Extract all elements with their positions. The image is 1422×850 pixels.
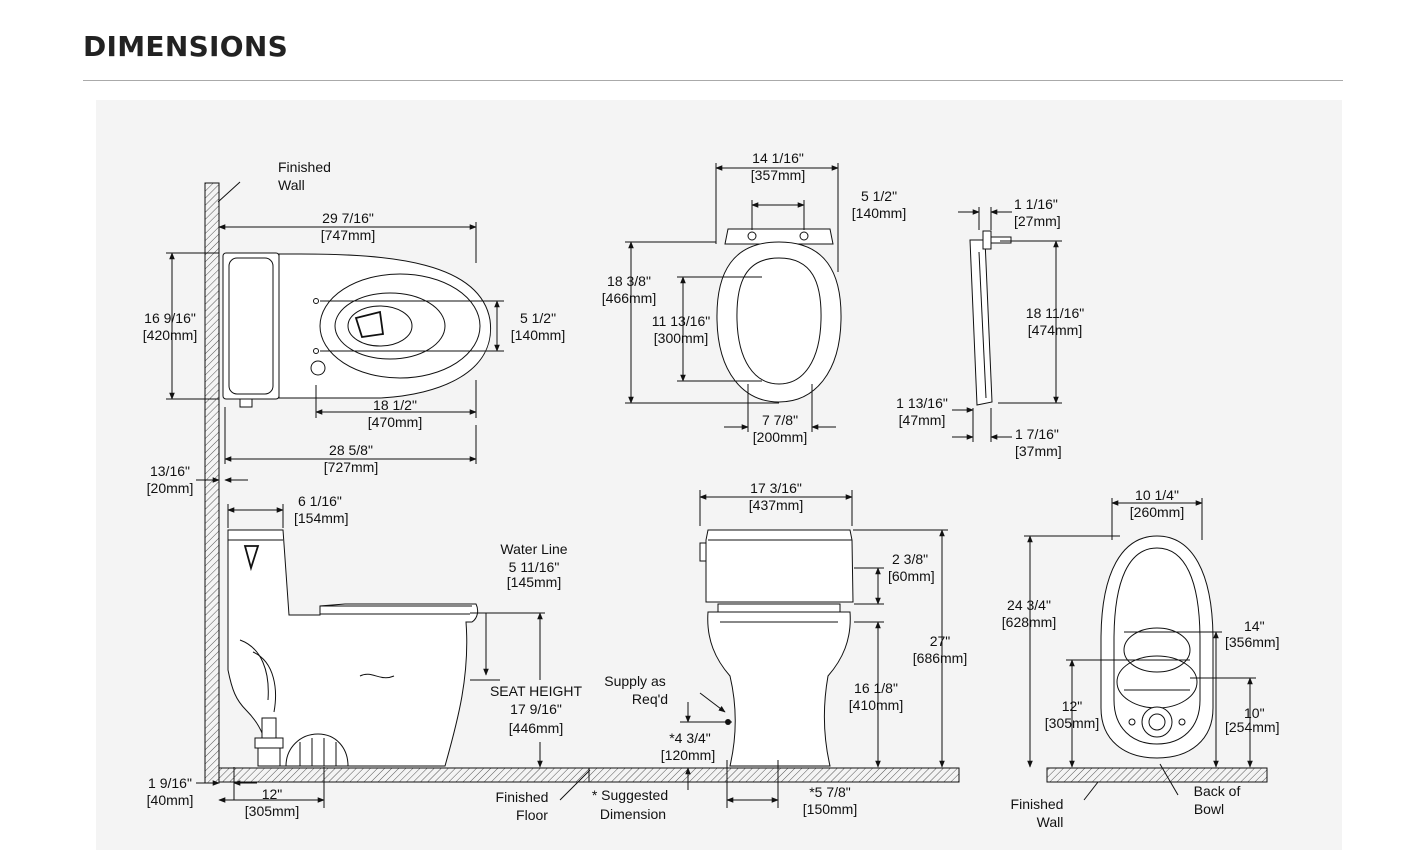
dim-13-16: 13/16"[20mm] [147, 463, 194, 496]
dim-16-1-8: 16 1/8"[410mm] [849, 680, 903, 713]
dim-17-3-16: 17 3/16"[437mm] [749, 480, 803, 513]
dim-16-9-16: 16 9/16"[420mm] [143, 310, 197, 343]
toilet-side [227, 529, 479, 767]
dim-18-1-2: 18 1/2"[470mm] [368, 397, 422, 430]
dim-6-1-16: 6 1/16"[154mm] [294, 493, 348, 526]
toilet-front [705, 529, 854, 603]
title-divider [83, 80, 1343, 81]
bowl-bottom [1100, 535, 1214, 759]
dim-24-3-4: 24 3/4"[628mm] [1002, 597, 1056, 630]
page-title: DIMENSIONS [83, 30, 289, 63]
dim-top-5-1-2: 5 1/2"[140mm] [511, 310, 565, 343]
bottom-view: 10 1/4"[260mm] 24 3/4"[628mm] 14"[356mm]… [1002, 487, 1280, 830]
lid-side-view: 1 1/16"[27mm] 18 11/16"[474mm] 1 13/16"[… [896, 196, 1084, 459]
dim-27: 27"[686mm] [913, 633, 967, 666]
dim-4-3-4: *4 3/4"[120mm] [661, 730, 715, 763]
finished-wall-bottom-view [1046, 767, 1268, 783]
dim-10: 10"[254mm] [1225, 705, 1279, 735]
dim-18-3-8: 18 3/8"[466mm] [602, 273, 656, 306]
dim-1-9-16: 1 9/16"[40mm] [147, 775, 194, 808]
dim-1-1-16: 1 1/16"[27mm] [1014, 196, 1061, 229]
front-view: 17 3/16"[437mm] 2 3/8"[60mm] 27"[686mm] … [588, 480, 967, 817]
dim-2-3-8: 2 3/8"[60mm] [888, 551, 935, 584]
seat-outline [716, 241, 842, 403]
dim-5-7-8: *5 7/8"[150mm] [803, 784, 857, 817]
dim-side-12: 12"[305mm] [245, 786, 299, 819]
finished-wall [204, 182, 220, 784]
dim-14-1-16: 14 1/16"[357mm] [751, 150, 805, 183]
finished-floor-front [588, 767, 960, 783]
dim-18-11-16: 18 11/16"[474mm] [1026, 305, 1084, 338]
seat-top-view: 14 1/16"[357mm] 5 1/2"[140mm] 18 3/8"[46… [602, 150, 906, 445]
dim-28-5-8: 28 5/8"[727mm] [324, 442, 378, 475]
dim-7-7-8: 7 7/8"[200mm] [753, 412, 807, 445]
dim-bottom-12: 12"[305mm] [1045, 698, 1099, 731]
bowl-top [278, 253, 492, 399]
tank-top [222, 252, 280, 400]
dim-14: 14"[356mm] [1225, 618, 1279, 650]
dim-seat-5-1-2: 5 1/2"[140mm] [852, 188, 906, 221]
dim-10-1-4: 10 1/4"[260mm] [1130, 487, 1184, 520]
dim-11-13-16: 11 13/16"[300mm] [652, 313, 710, 346]
dim-1-7-16: 1 7/16"[37mm] [1015, 426, 1062, 459]
finished-floor-side [218, 767, 590, 783]
dim-29-7-16: 29 7/16"[747mm] [321, 210, 375, 243]
dim-1-13-16: 1 13/16"[47mm] [896, 395, 948, 428]
